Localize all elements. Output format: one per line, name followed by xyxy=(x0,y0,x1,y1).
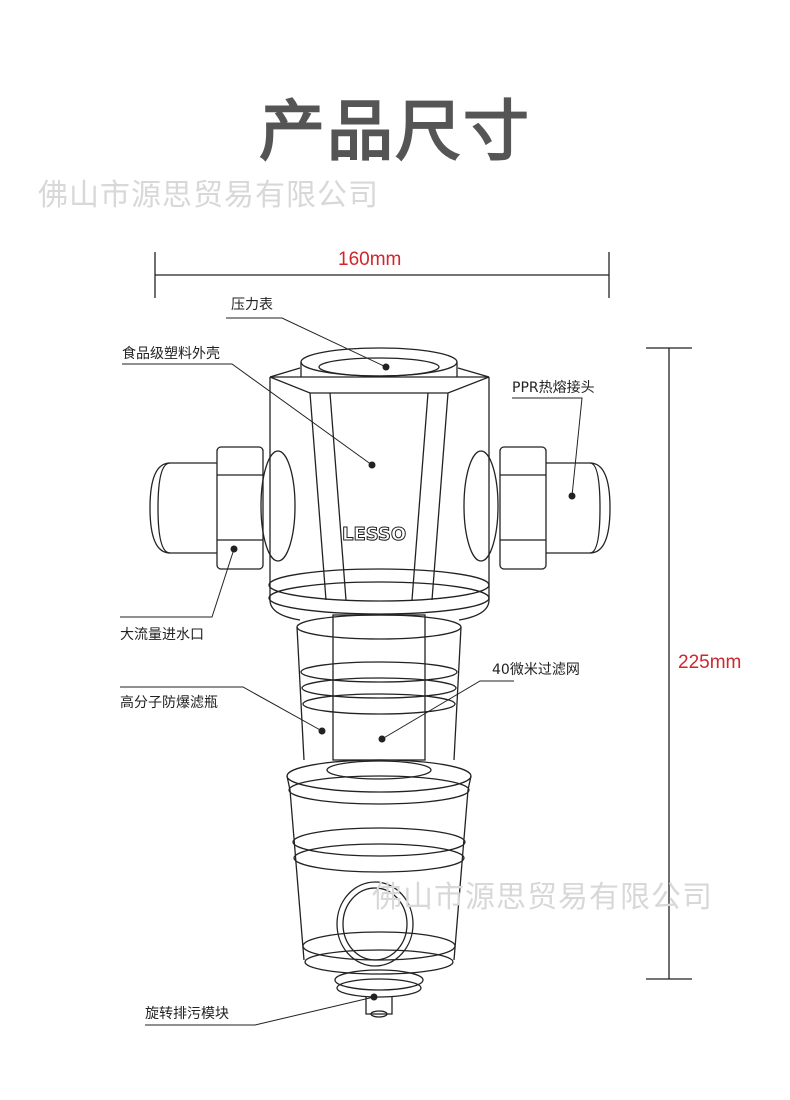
lower-bowl xyxy=(286,759,472,975)
width-dimension-line xyxy=(154,252,610,298)
drain-module xyxy=(334,969,424,1018)
pressure-gauge xyxy=(300,347,458,377)
label-inlet: 大流量进水口 xyxy=(120,627,204,643)
ppr-fitting xyxy=(463,446,611,570)
leader-inlet xyxy=(120,545,238,618)
leader-shell xyxy=(122,363,376,469)
leader-bottle xyxy=(120,686,326,735)
label-filter-bottle: 高分子防爆滤瓶 xyxy=(120,695,218,711)
watermark-bottom: 佛山市源思贸易有限公司 xyxy=(372,880,713,915)
leader-drain xyxy=(145,993,378,1026)
inlet-fitting xyxy=(149,446,296,570)
width-dimension-label: 160mm xyxy=(338,249,402,270)
label-ppr-fitting: PPR热熔接头 xyxy=(512,380,595,396)
page-title: 产品尺寸 xyxy=(259,93,531,170)
label-shell: 食品级塑料外壳 xyxy=(122,346,220,362)
filter-bottle xyxy=(296,614,462,761)
height-dimension-line xyxy=(646,347,692,980)
leader-ppr xyxy=(512,397,583,500)
label-drain-module: 旋转排污模块 xyxy=(145,1006,229,1022)
housing-head xyxy=(268,367,490,621)
leader-gauge xyxy=(226,317,390,371)
leader-mesh xyxy=(378,680,514,743)
label-pressure-gauge: 压力表 xyxy=(231,297,273,313)
brand-logo: LESSO xyxy=(342,524,406,545)
label-filter-mesh: 40微米过滤网 xyxy=(492,662,580,678)
watermark-top: 佛山市源思贸易有限公司 xyxy=(38,178,379,213)
height-dimension-label: 225mm xyxy=(678,652,742,673)
